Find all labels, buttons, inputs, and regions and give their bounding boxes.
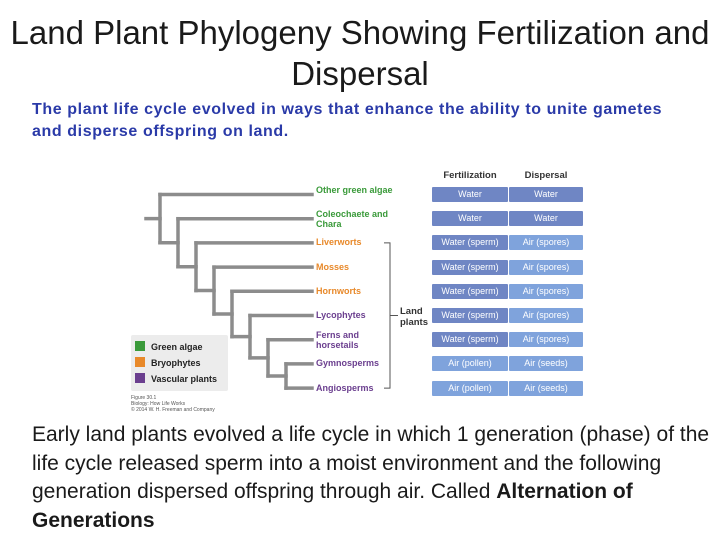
col-head-dispersal: Dispersal	[524, 170, 568, 181]
legend-label: Green algae	[151, 342, 203, 352]
dispersal-cell: Air (spores)	[509, 308, 583, 323]
fertilization-cell: Air (pollen)	[432, 380, 508, 396]
dispersal-cell: Air (spores)	[509, 332, 583, 348]
body-emphasis: Alternation of Generations	[32, 480, 633, 532]
legend-item: Vascular plants	[135, 373, 217, 385]
legend-item: Bryophytes	[135, 357, 201, 369]
dispersal-cell: Air (spores)	[509, 283, 583, 299]
taxon-label: Coleochaete and Chara	[316, 209, 389, 230]
dispersal-cell: Air (seeds)	[509, 356, 583, 372]
land-plants-label: Land plants	[400, 306, 428, 328]
fertilization-cell: Water (sperm)	[432, 259, 508, 275]
legend-label: Bryophytes	[151, 358, 201, 368]
fertilization-cell: Air (pollen)	[432, 356, 508, 372]
dispersal-cell: Air (spores)	[509, 235, 583, 251]
taxon-label: Hornworts	[316, 285, 361, 296]
col-head-fertilization: Fertilization	[443, 170, 497, 181]
dispersal-cell: Air (spores)	[509, 259, 583, 275]
fertilization-cell: Water (sperm)	[432, 283, 508, 299]
fertilization-cell: Water (sperm)	[432, 308, 508, 323]
body-paragraph: Early land plants evolved a life cycle i…	[32, 421, 720, 535]
taxon-label: Mosses	[316, 261, 350, 272]
slide-title: Land Plant Phylogeny Showing Fertilizati…	[10, 14, 710, 92]
dispersal-cell: Water	[509, 187, 583, 202]
fertilization-cell: Water	[432, 211, 508, 227]
taxon-label: Liverworts	[316, 237, 362, 248]
legend-swatch	[135, 357, 145, 367]
phylogeny-tree	[144, 192, 314, 390]
body-text: Early land plants evolved a life cycle i…	[32, 423, 710, 503]
slide-subtitle: The plant life cycle evolved in ways tha…	[32, 101, 663, 140]
legend-swatch	[135, 341, 145, 351]
taxon-label: Lycophytes	[316, 310, 366, 320]
fertilization-cell: Water (sperm)	[432, 332, 508, 348]
legend-swatch	[135, 373, 145, 383]
taxon-label: Ferns and horsetails	[316, 330, 360, 351]
fertilization-cell: Water (sperm)	[432, 235, 508, 251]
legend-label: Vascular plants	[151, 374, 218, 384]
figure-credit: Figure 30.1 Biology: How Life Works © 20…	[131, 395, 215, 413]
dispersal-cell: Water	[509, 211, 583, 227]
taxon-label: Angiosperms	[316, 382, 374, 393]
taxon-label: Other green algae	[316, 185, 393, 195]
land-plants-bracket	[384, 242, 398, 389]
taxon-label: Gymnosperms	[316, 358, 380, 369]
fertilization-cell: Water	[432, 187, 508, 202]
bracket-path	[384, 242, 398, 389]
legend-item: Green algae	[135, 341, 203, 353]
phylogeny-figure: Fertilization Dispersal Other green alga…	[130, 165, 590, 417]
dispersal-cell: Air (seeds)	[509, 380, 583, 396]
